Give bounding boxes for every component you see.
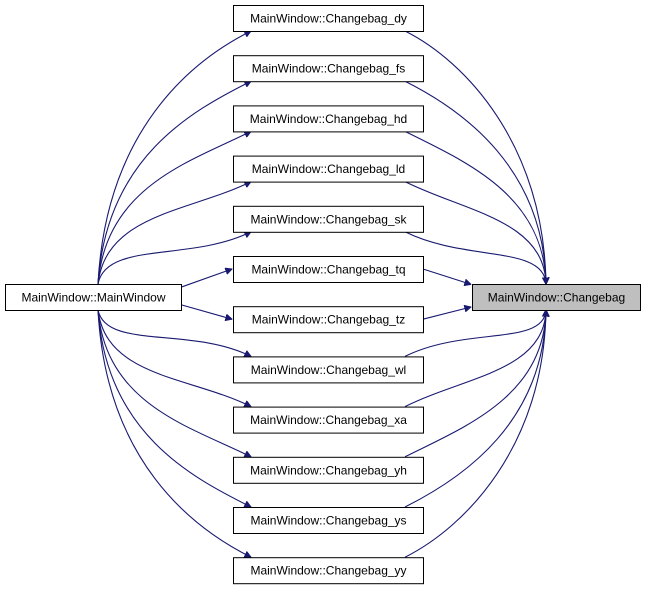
node-mainwindow-changebag-ld-box [233, 155, 424, 183]
edge-mainwindow-changebag-xa-to-target [404, 310, 546, 408]
node-mainwindow-changebag-hd[interactable]: MainWindow::Changebag_hd [233, 105, 424, 133]
node-mainwindow-changebag-xa-label: MainWindow::Changebag_xa [250, 413, 407, 427]
edge-mainwindow-changebag-yy-to-target [404, 310, 546, 558]
edge-caller-to-mainwindow-changebag-tz [180, 304, 232, 319]
node-mainwindow-changebag-yh[interactable]: MainWindow::Changebag_yh [233, 456, 424, 484]
node-mainwindow-changebag-dy-label: MainWindow::Changebag_dy [250, 12, 407, 26]
target-node-changebag-label: MainWindow::Changebag [488, 291, 625, 305]
caller-node-mainwindow-box [5, 284, 182, 311]
edge-mainwindow-changebag-hd-to-target [404, 130, 546, 284]
node-mainwindow-changebag-wl[interactable]: MainWindow::Changebag_wl [233, 356, 424, 384]
edge-group [97, 30, 546, 558]
node-mainwindow-changebag-sk[interactable]: MainWindow::Changebag_sk [233, 205, 424, 233]
node-mainwindow-changebag-ys-box [233, 507, 424, 534]
node-mainwindow-changebag-sk-label: MainWindow::Changebag_sk [250, 212, 407, 226]
edge-mainwindow-changebag-ys-to-target [404, 310, 546, 508]
target-node-changebag-box [472, 284, 641, 311]
edge-mainwindow-changebag-fs-to-target [404, 80, 546, 284]
node-mainwindow-changebag-xa[interactable]: MainWindow::Changebag_xa [233, 406, 424, 434]
node-mainwindow-changebag-ld-label: MainWindow::Changebag_ld [252, 162, 405, 176]
node-mainwindow-changebag-fs-box [233, 55, 424, 83]
node-mainwindow-changebag-dy-box [233, 5, 424, 32]
edge-mainwindow-changebag-sk-to-target [404, 231, 546, 284]
edge-mainwindow-changebag-wl-to-target [404, 310, 546, 357]
node-mainwindow-changebag-hd-box [233, 105, 424, 133]
node-mainwindow-changebag-ld[interactable]: MainWindow::Changebag_ld [233, 155, 424, 183]
target-node-changebag[interactable]: MainWindow::Changebag [472, 284, 641, 311]
node-mainwindow-changebag-wl-label: MainWindow::Changebag_wl [251, 363, 406, 377]
node-mainwindow-changebag-yh-label: MainWindow::Changebag_yh [250, 463, 407, 477]
node-mainwindow-changebag-yy-box [233, 557, 424, 585]
node-mainwindow-changebag-wl-box [233, 356, 424, 384]
edge-mainwindow-changebag-dy-to-target [404, 30, 546, 284]
caller-node-mainwindow-label: MainWindow::MainWindow [21, 291, 165, 305]
edge-mainwindow-changebag-tq-to-target [422, 268, 471, 284]
node-mainwindow-changebag-yy[interactable]: MainWindow::Changebag_yy [233, 557, 424, 585]
edge-caller-to-mainwindow-changebag-ys [97, 309, 251, 507]
edge-caller-to-mainwindow-changebag-wl [97, 309, 251, 356]
node-mainwindow-changebag-ys-label: MainWindow::Changebag_ys [250, 514, 406, 528]
edge-caller-to-mainwindow-changebag-tq [180, 269, 232, 288]
caller-node-mainwindow[interactable]: MainWindow::MainWindow [5, 284, 182, 311]
edge-caller-to-mainwindow-changebag-fs [97, 81, 251, 285]
edge-caller-to-mainwindow-changebag-yy [97, 309, 251, 557]
node-mainwindow-changebag-hd-label: MainWindow::Changebag_hd [250, 112, 407, 126]
edge-caller-to-mainwindow-changebag-hd [97, 131, 251, 285]
node-mainwindow-changebag-tq-label: MainWindow::Changebag_tq [251, 263, 405, 277]
edge-mainwindow-changebag-ld-to-target [404, 181, 546, 284]
node-mainwindow-changebag-tz[interactable]: MainWindow::Changebag_tz [233, 306, 424, 334]
node-mainwindow-changebag-dy[interactable]: MainWindow::Changebag_dy [233, 5, 424, 32]
node-mainwindow-changebag-xa-box [233, 406, 424, 434]
node-mainwindow-changebag-fs-label: MainWindow::Changebag_fs [252, 62, 405, 76]
node-mainwindow-changebag-tz-label: MainWindow::Changebag_tz [252, 313, 405, 327]
node-mainwindow-changebag-tz-box [233, 306, 424, 334]
node-mainwindow-changebag-tq[interactable]: MainWindow::Changebag_tq [233, 256, 424, 283]
node-mainwindow-changebag-sk-box [233, 205, 424, 233]
edge-caller-to-mainwindow-changebag-xa [97, 309, 251, 407]
edge-mainwindow-changebag-tz-to-target [422, 307, 471, 320]
node-mainwindow-changebag-fs[interactable]: MainWindow::Changebag_fs [233, 55, 424, 83]
edge-caller-to-mainwindow-changebag-ld [97, 182, 251, 285]
node-mainwindow-changebag-tq-box [233, 256, 424, 283]
node-mainwindow-changebag-yy-label: MainWindow::Changebag_yy [250, 564, 406, 578]
edge-caller-to-mainwindow-changebag-sk [97, 232, 251, 285]
edge-caller-to-mainwindow-changebag-dy [97, 31, 251, 285]
node-mainwindow-changebag-yh-box [233, 456, 424, 484]
edge-mainwindow-changebag-yh-to-target [404, 310, 546, 458]
edge-caller-to-mainwindow-changebag-yh [97, 309, 251, 457]
node-mainwindow-changebag-ys[interactable]: MainWindow::Changebag_ys [233, 507, 424, 534]
